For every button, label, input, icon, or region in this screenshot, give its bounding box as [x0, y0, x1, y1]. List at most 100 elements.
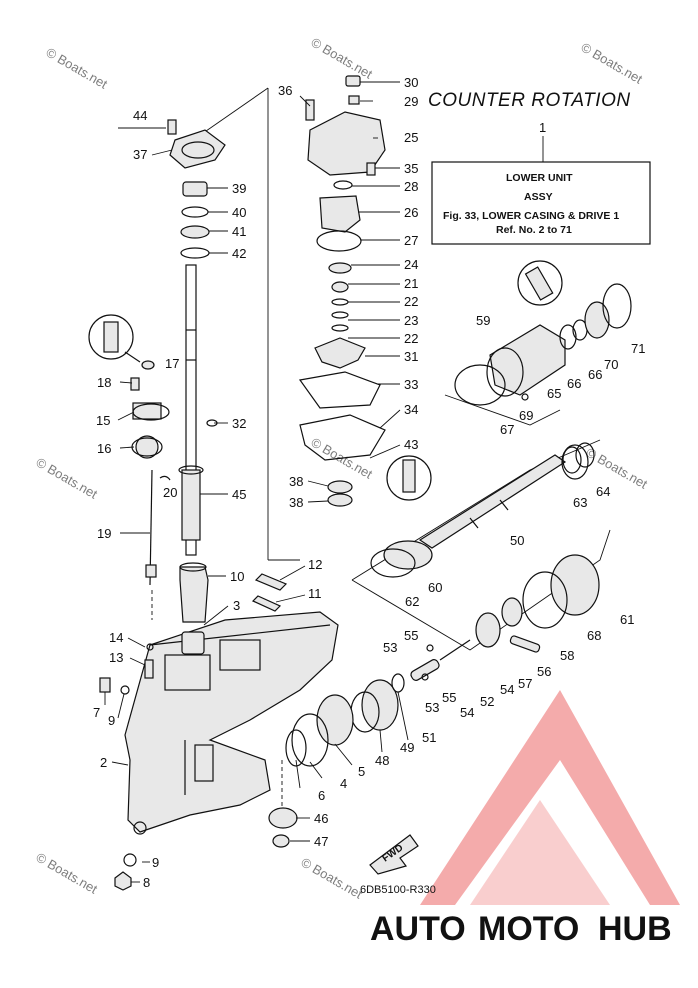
pump-detail-bubble	[386, 455, 432, 501]
callout-62: 62	[405, 594, 419, 609]
bearing-housing-59	[489, 324, 566, 396]
logo-triangle	[420, 690, 680, 905]
callout-28: 28	[404, 179, 418, 194]
callout-30: 30	[404, 75, 418, 90]
diagram-title: COUNTER ROTATION	[428, 90, 631, 111]
pin-56	[509, 635, 541, 653]
impeller-31	[314, 337, 366, 369]
callout-39: 39	[232, 181, 246, 196]
callout-18: 18	[97, 375, 111, 390]
callouts: 2 3 4 5 6 7 8 9 9 10 11 12 13 14 15 16 1…	[93, 75, 645, 890]
callout-23: 23	[404, 313, 418, 328]
nut-8	[114, 871, 132, 891]
callout-22: 22	[404, 331, 418, 346]
lower-casing	[124, 611, 339, 833]
callout-33: 33	[404, 377, 418, 392]
callout-40: 40	[232, 205, 246, 220]
brand-hub: HUB	[598, 910, 672, 948]
callout-20: 20	[163, 485, 177, 500]
callout-13: 13	[109, 650, 123, 665]
propeller-shaft	[418, 454, 567, 549]
callout-67: 67	[500, 422, 514, 437]
callout-52: 52	[480, 694, 494, 709]
callout-55: 55	[404, 628, 418, 643]
info-line-4: Ref. No. 2 to 71	[496, 224, 572, 236]
info-line-3: Fig. 33, LOWER CASING & DRIVE 1	[443, 210, 619, 222]
drawing-code: 6DB5100-R330	[360, 884, 436, 896]
key-12	[254, 573, 288, 591]
watermark: © Boats.net	[579, 40, 646, 87]
callout-9: 9	[108, 713, 115, 728]
callout-14: 14	[109, 630, 123, 645]
callout-21: 21	[404, 276, 418, 291]
callout-54: 54	[460, 705, 474, 720]
callout-71: 71	[631, 341, 645, 356]
shift-plunger-51	[410, 659, 440, 681]
bolt-13	[144, 659, 154, 679]
callout-38: 38	[289, 495, 303, 510]
callout-59: 59	[476, 313, 490, 328]
callout-49: 49	[400, 740, 414, 755]
watermark: © Boats.net	[34, 850, 101, 897]
pinion-46	[268, 807, 298, 829]
bearing-39	[182, 181, 208, 197]
callout-2: 2	[100, 755, 107, 770]
info-line-2: ASSY	[524, 191, 553, 203]
callout-68: 68	[587, 628, 601, 643]
logo-inner-triangle	[470, 800, 610, 905]
spring-58	[501, 597, 523, 627]
info-line-1: LOWER UNIT	[506, 172, 573, 184]
watermark: © Boats.net	[299, 855, 366, 902]
callout-50: 50	[510, 533, 524, 548]
watermark: © Boats.net	[34, 455, 101, 502]
callout-36: 36	[278, 83, 292, 98]
callout-41: 41	[232, 224, 246, 239]
callout-12: 12	[308, 557, 322, 572]
callout-4: 4	[340, 776, 347, 791]
callout-48: 48	[375, 753, 389, 768]
callout-11: 11	[308, 586, 322, 601]
info-box-frame	[431, 161, 651, 245]
parts: FWD	[88, 75, 632, 891]
callout-16: 16	[97, 441, 111, 456]
callout-66: 66	[588, 367, 602, 382]
watermark: © Boats.net	[44, 45, 111, 92]
callout-66: 66	[567, 376, 581, 391]
callout-51: 51	[422, 730, 436, 745]
brand-logo: AUTO MOTO HUB	[370, 690, 680, 948]
bearing-detail-bubble	[517, 260, 563, 306]
callout-1: 1	[539, 120, 546, 135]
watermark: © Boats.net	[309, 35, 376, 82]
callout-37: 37	[133, 147, 147, 162]
callout-19: 19	[97, 526, 111, 541]
callout-45: 45	[232, 487, 246, 502]
forward-gear-61	[550, 554, 600, 616]
callout-46: 46	[314, 811, 328, 826]
callout-61: 61	[620, 612, 634, 627]
callout-22: 22	[404, 294, 418, 309]
callout-31: 31	[404, 349, 418, 364]
callout-8: 8	[143, 875, 150, 890]
callout-47: 47	[314, 834, 328, 849]
callout-55: 55	[442, 690, 456, 705]
dog-clutch-57	[475, 612, 501, 648]
callout-69: 69	[519, 408, 533, 423]
callout-25: 25	[404, 130, 418, 145]
callout-17: 17	[165, 356, 179, 371]
callout-34: 34	[404, 402, 418, 417]
callout-9: 9	[152, 855, 159, 870]
callout-10: 10	[230, 569, 244, 584]
nut-47	[272, 834, 290, 848]
callout-70: 70	[604, 357, 618, 372]
callout-44: 44	[133, 108, 147, 123]
callout-27: 27	[404, 233, 418, 248]
bush-30	[345, 75, 361, 87]
callout-65: 65	[547, 386, 561, 401]
callout-42: 42	[232, 246, 246, 261]
drive-shaft	[185, 264, 197, 556]
gasket-33	[298, 371, 381, 409]
bearing-5	[316, 694, 354, 746]
info-box: 1 LOWER UNIT ASSY Fig. 33, LOWER CASING …	[431, 120, 651, 245]
callout-6: 6	[318, 788, 325, 803]
callout-53: 53	[425, 700, 439, 715]
